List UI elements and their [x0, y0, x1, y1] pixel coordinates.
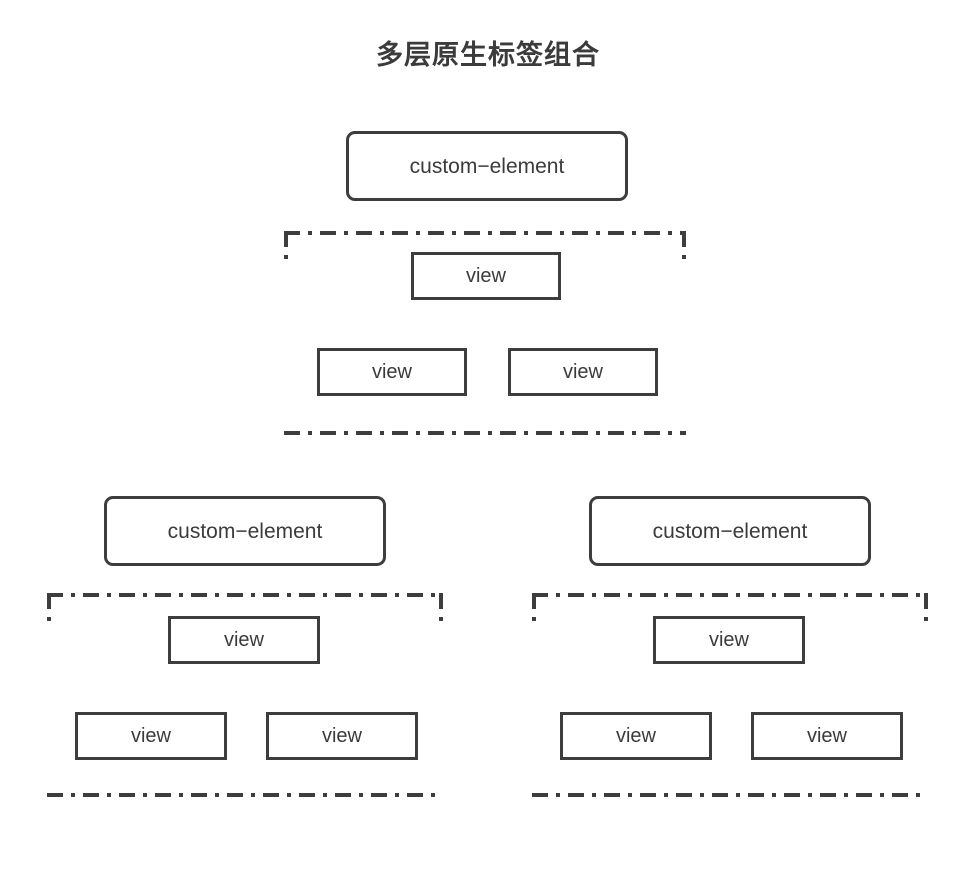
custom-element-box-top[interactable]: custom−element	[346, 131, 628, 201]
view-box[interactable]: view	[560, 712, 712, 760]
dashdot-edge-right	[439, 593, 443, 797]
dashdot-edge-left	[532, 593, 536, 797]
view-box[interactable]: view	[168, 616, 320, 664]
view-label: view	[371, 361, 412, 383]
dashdot-edge-left	[284, 231, 288, 435]
dashdot-edge-left	[47, 593, 51, 797]
diagram-title: 多层原生标签组合	[376, 40, 600, 70]
dashdot-edge-top	[284, 231, 686, 235]
dashdot-edge-bottom	[284, 431, 686, 435]
view-label: view	[806, 725, 847, 747]
dashdot-edge-bottom	[47, 793, 443, 797]
view-label: view	[130, 725, 171, 747]
view-label: view	[321, 725, 362, 747]
dashdot-edge-right	[682, 231, 686, 435]
custom-element-label: custom−element	[167, 519, 323, 543]
view-box[interactable]: view	[75, 712, 227, 760]
dashdot-edge-top	[532, 593, 928, 597]
dashdot-edge-right	[924, 593, 928, 797]
view-label: view	[465, 265, 506, 287]
custom-element-label: custom−element	[652, 519, 808, 543]
view-box[interactable]: view	[266, 712, 418, 760]
view-box[interactable]: view	[508, 348, 658, 396]
view-box[interactable]: view	[653, 616, 805, 664]
custom-element-label: custom−element	[409, 154, 565, 178]
view-label: view	[223, 629, 264, 651]
dashdot-edge-top	[47, 593, 443, 597]
view-box[interactable]: view	[317, 348, 467, 396]
view-label: view	[708, 629, 749, 651]
view-box[interactable]: view	[411, 252, 561, 300]
custom-element-box-bottom-left[interactable]: custom−element	[104, 496, 386, 566]
dashdot-edge-bottom	[532, 793, 928, 797]
view-label: view	[615, 725, 656, 747]
view-box[interactable]: view	[751, 712, 903, 760]
view-label: view	[562, 361, 603, 383]
custom-element-box-bottom-right[interactable]: custom−element	[589, 496, 871, 566]
